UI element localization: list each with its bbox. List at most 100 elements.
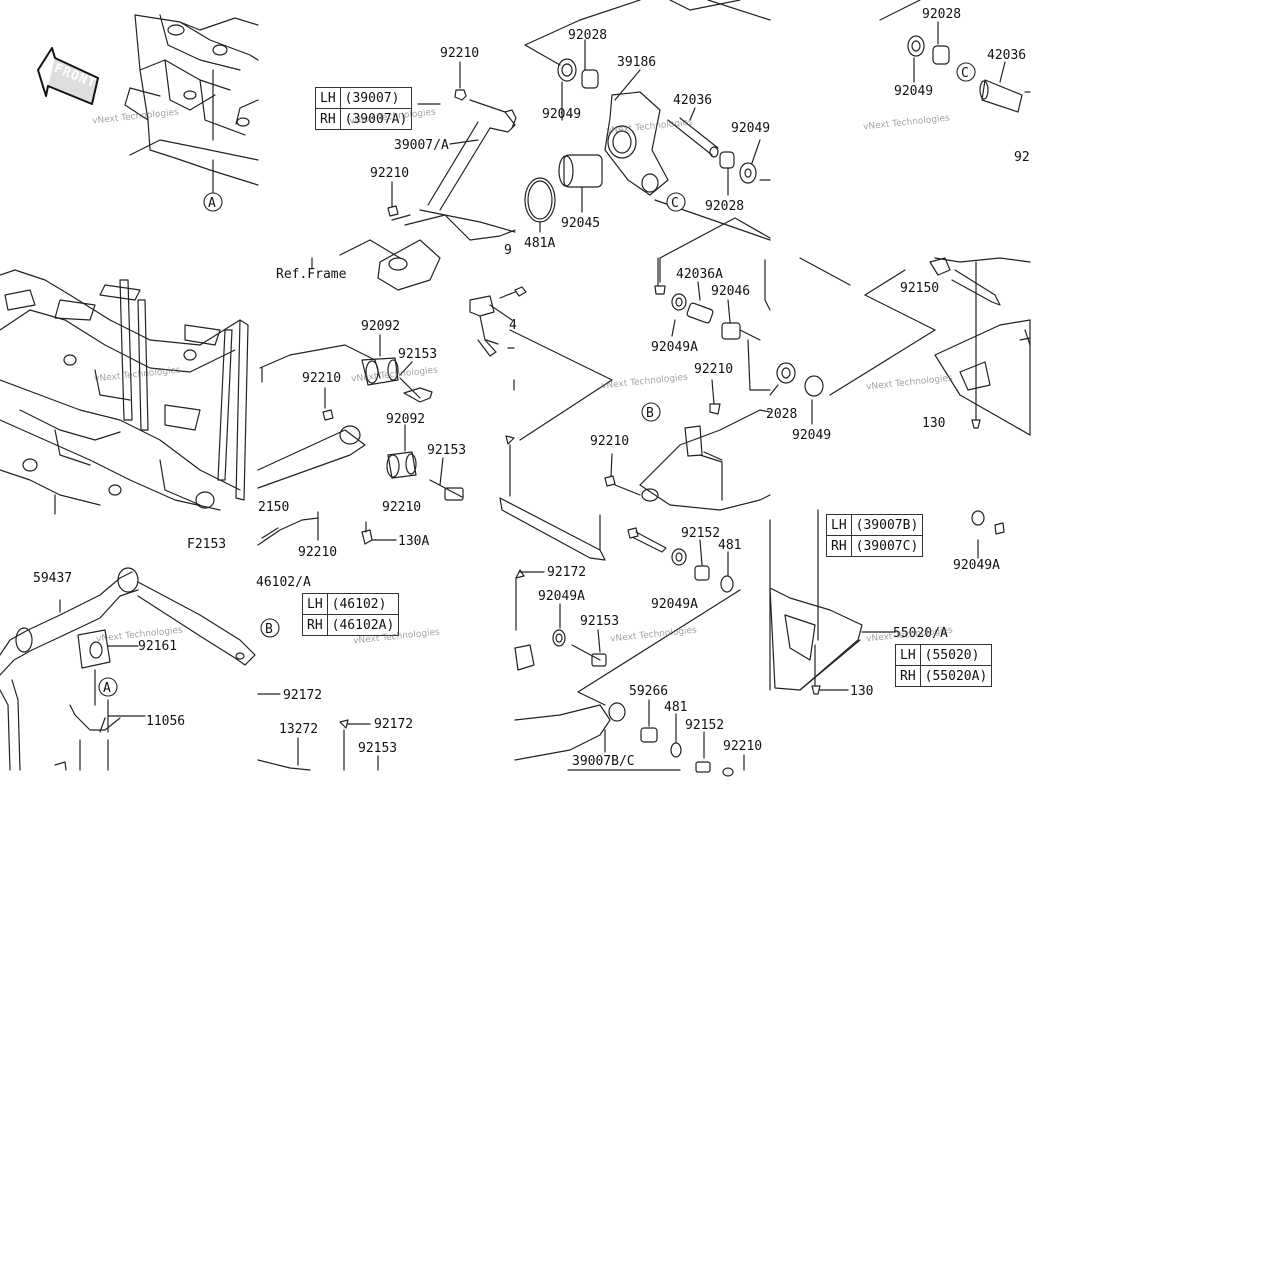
code-cell: (46102A)	[326, 614, 400, 636]
part-label: 92210	[382, 500, 421, 515]
part-label: 130	[922, 416, 945, 431]
part-label: 92028	[922, 7, 961, 22]
side-cell: LH	[826, 514, 852, 536]
part-label: 92046	[711, 284, 750, 299]
part-label: 92	[1014, 150, 1030, 165]
part-label: 92049A	[651, 597, 698, 612]
part-label: 92210	[370, 166, 409, 181]
upper-arm-drawing	[311, 61, 517, 291]
part-label: 9	[504, 243, 512, 258]
part-label: 92153	[358, 741, 397, 756]
part-label: 92028	[705, 199, 744, 214]
part-label: 92172	[547, 565, 586, 580]
part-label: 92028	[568, 28, 607, 43]
part-label: 92152	[681, 526, 720, 541]
part-label: 481	[718, 538, 741, 553]
callout-a: A	[208, 196, 216, 211]
part-label: 39186	[617, 55, 656, 70]
code-cell: (39007A)	[339, 108, 413, 130]
side-cell: RH	[895, 665, 921, 687]
part-label: 92092	[361, 319, 400, 334]
part-label: 92152	[685, 718, 724, 733]
part-label: 130A	[398, 534, 429, 549]
table-row: LH (39007)	[315, 87, 413, 109]
table-row: RH (46102A)	[302, 614, 400, 636]
table-row: LH (46102)	[302, 593, 400, 615]
part-label: 92210	[723, 739, 762, 754]
side-cell: LH	[315, 87, 341, 109]
callout-c: C	[961, 66, 969, 81]
callout-c: C	[671, 196, 679, 211]
part-label: 11056	[146, 714, 185, 729]
knuckle-drawing	[524, 0, 771, 283]
part-label: 59266	[629, 684, 668, 699]
part-label: 92210	[302, 371, 341, 386]
part-label: 92153	[427, 443, 466, 458]
part-label: 92153	[580, 614, 619, 629]
part-label: 92049	[731, 121, 770, 136]
tie-rod-drawing	[469, 257, 771, 777]
part-label: 55020/A	[893, 626, 948, 641]
code-cell: (55020)	[919, 644, 993, 666]
table-row: RH (39007C)	[826, 535, 924, 557]
code-cell: (46102)	[326, 593, 400, 615]
side-cell: RH	[315, 108, 341, 130]
part-label: 2150	[258, 500, 289, 515]
part-label: 92092	[386, 412, 425, 427]
table-55020: LH (55020) RH (55020A)	[895, 644, 993, 687]
part-label: 92150	[900, 281, 939, 296]
table-46102: LH (46102) RH (46102A)	[302, 593, 400, 636]
side-cell: LH	[895, 644, 921, 666]
part-label: 42036	[987, 48, 1026, 63]
code-cell: (39007)	[339, 87, 413, 109]
part-label: 92049A	[953, 558, 1000, 573]
figure-code: F2153	[187, 537, 226, 552]
code-cell: (39007C)	[850, 535, 924, 557]
code-cell: (55020A)	[919, 665, 993, 687]
bottom-mid-drawing	[257, 693, 379, 771]
callout-a: A	[103, 681, 111, 696]
part-label: 42036A	[676, 267, 723, 282]
part-label: 39007/A	[394, 138, 449, 153]
part-label: 92049	[542, 107, 581, 122]
part-label: 4	[509, 318, 517, 333]
part-label: 92210	[440, 46, 479, 61]
stabilizer-bar-drawing	[0, 567, 256, 771]
part-label: 481A	[524, 236, 555, 251]
part-label: 13272	[279, 722, 318, 737]
ref-frame-label: Ref.Frame	[276, 267, 347, 282]
part-label: 92153	[398, 347, 437, 362]
callout-b: B	[265, 622, 273, 637]
code-cell: (39007B)	[850, 514, 924, 536]
part-label: 92210	[694, 362, 733, 377]
part-label: 92049A	[651, 340, 698, 355]
callout-b: B	[646, 406, 654, 421]
side-cell: LH	[302, 593, 328, 615]
part-label: 92172	[374, 717, 413, 732]
frame-rear-drawing	[0, 269, 249, 515]
table-row: LH (39007B)	[826, 514, 924, 536]
part-label: 59437	[33, 571, 72, 586]
part-label: 92210	[590, 434, 629, 449]
part-label: 92049	[792, 428, 831, 443]
part-label: 481	[664, 700, 687, 715]
part-label: 92045	[561, 216, 600, 231]
part-label: 92210	[298, 545, 337, 560]
table-row: RH (55020A)	[895, 665, 993, 687]
part-label: 92049A	[538, 589, 585, 604]
part-label: 2028	[766, 407, 797, 422]
part-label: 130	[850, 684, 873, 699]
table-39007: LH (39007) RH (39007A)	[315, 87, 413, 130]
part-labels: 92210 39007/A 92210 92028 39186 92049 42…	[33, 7, 1030, 769]
top-right-drawing	[879, 0, 1031, 113]
part-label: 46102/A	[256, 575, 311, 590]
part-label: 39007B/C	[572, 754, 635, 769]
part-label: 92172	[283, 688, 322, 703]
front-arrow	[37, 47, 99, 105]
guard-drawing	[769, 257, 1031, 695]
part-label: 92049	[894, 84, 933, 99]
table-39007b: LH (39007B) RH (39007C)	[826, 514, 924, 557]
part-label: 92161	[138, 639, 177, 654]
table-row: RH (39007A)	[315, 108, 413, 130]
